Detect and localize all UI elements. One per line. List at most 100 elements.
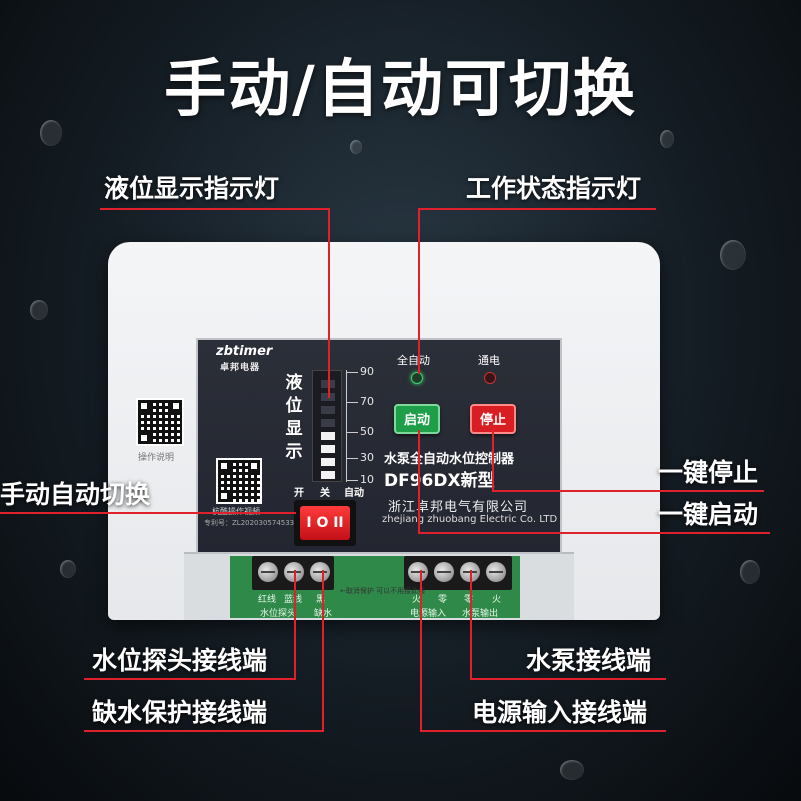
scale-number: 10 [360, 473, 374, 486]
terminal-screw[interactable] [486, 562, 506, 582]
water-droplet [30, 300, 48, 320]
callout-level-display: 液位显示指示灯 [104, 174, 280, 203]
pcb-label: 零 [438, 595, 448, 605]
qr-code-manual[interactable] [136, 398, 184, 446]
level-scale-line [346, 370, 347, 482]
callout-line [420, 570, 422, 732]
water-droplet [560, 760, 584, 780]
switch-label-on: 开 [294, 488, 304, 499]
water-droplet [720, 240, 746, 270]
bypass-note: ←取消保护 可以不用接此线 [340, 587, 426, 595]
qr-eye [138, 432, 150, 444]
callout-pump-terminal: 水泵接线端 [526, 646, 652, 675]
water-droplet [350, 140, 362, 154]
water-droplet [40, 120, 62, 146]
level-title-char: 示 [285, 442, 303, 462]
water-droplet [60, 560, 76, 578]
level-segment [321, 445, 335, 453]
callout-line [322, 570, 324, 732]
level-indicator-bar [312, 370, 342, 482]
water-droplet [740, 560, 760, 584]
scale-tick [346, 458, 358, 459]
pcb-label: 火 [492, 595, 502, 605]
callout-line [418, 430, 420, 534]
scale-number: 70 [360, 395, 374, 408]
callout-stop-button: 一键停止 [658, 458, 759, 487]
callout-power-terminal: 电源输入接线端 [472, 698, 648, 727]
pcb-sublabel: 水泵输出 [462, 609, 499, 619]
callout-line [418, 208, 656, 210]
pcb-label: 火 [412, 595, 422, 605]
pcb-label: 零 [464, 595, 474, 605]
qr-eye [138, 400, 150, 412]
callout-manual-auto-switch: 手动自动切换 [0, 480, 151, 509]
callout-line [0, 512, 296, 514]
scale-number: 90 [360, 365, 374, 378]
callout-line [84, 678, 296, 680]
callout-line [418, 532, 770, 534]
qr-eye [248, 460, 260, 472]
scale-tick [346, 432, 358, 433]
water-droplet [660, 130, 674, 148]
led-label-auto: 全自动 [397, 354, 430, 367]
scale-tick [346, 402, 358, 403]
patent-number: 专利号：ZL202030574533.7 [204, 519, 301, 527]
callout-line [492, 428, 494, 492]
level-segment [321, 432, 335, 440]
terminal-screw[interactable] [310, 562, 330, 582]
callout-line [84, 730, 324, 732]
control-panel [196, 338, 562, 554]
callout-line [294, 570, 296, 680]
scale-tick [346, 372, 358, 373]
brand-logo: zbtimer [216, 344, 273, 359]
pcb-sublabel: 电源输入 [410, 609, 447, 619]
callout-line [418, 208, 420, 374]
pcb-label: 蓝线 [284, 595, 303, 605]
level-segment [321, 419, 335, 427]
callout-start-button: 一键启动 [658, 500, 759, 529]
manufacturer-cn: 浙江卓邦电气有限公司 [388, 500, 529, 515]
manufacturer-en: zhejiang zhuobang Electric Co. LTD [382, 514, 558, 525]
led-label-power: 通电 [478, 354, 500, 367]
model-number: DF96DX新型 [384, 471, 495, 491]
power-led-icon [484, 372, 496, 384]
pcb-sublabel: 水位探头 [260, 609, 297, 619]
callout-line [492, 490, 764, 492]
scale-number: 50 [360, 425, 374, 438]
qr-caption-video: 杭酷操作视频 [212, 506, 260, 517]
callout-probe-terminal: 水位探头接线端 [92, 646, 268, 675]
qr-caption-manual: 操作说明 [138, 453, 175, 463]
level-title-char: 位 [285, 396, 303, 416]
callout-status-indicator: 工作状态指示灯 [466, 174, 642, 203]
switch-label-auto: 自动 [344, 488, 364, 499]
level-segment [321, 406, 335, 414]
brand-cn: 卓邦电器 [220, 363, 261, 373]
switch-label-off: 关 [320, 488, 330, 499]
qr-code-video[interactable] [216, 458, 262, 504]
level-display-title: 液 位 显 示 [282, 372, 306, 464]
callout-line [328, 208, 330, 398]
product-name: 水泵全自动水位控制器 [384, 452, 515, 467]
level-segment [321, 471, 335, 479]
manual-auto-rocker-switch[interactable]: I O II [300, 506, 350, 540]
terminal-screw[interactable] [434, 562, 454, 582]
level-title-char: 液 [285, 373, 303, 393]
callout-line [100, 208, 330, 210]
callout-line [470, 570, 472, 680]
start-button[interactable]: 启动 [394, 404, 440, 434]
level-title-char: 显 [285, 419, 303, 439]
scale-number: 30 [360, 451, 374, 464]
level-segment [321, 458, 335, 466]
qr-eye [218, 490, 230, 502]
pcb-label: 黑 [316, 595, 326, 605]
terminal-screw[interactable] [408, 562, 428, 582]
callout-line [470, 678, 666, 680]
headline: 手动/自动可切换 [164, 52, 637, 125]
scale-tick [346, 480, 358, 481]
callout-dry-run-terminal: 缺水保护接线端 [92, 698, 268, 727]
auto-led-icon [411, 372, 423, 384]
qr-eye [218, 460, 230, 472]
terminal-screw[interactable] [258, 562, 278, 582]
pcb-label: 红线 [258, 595, 277, 605]
qr-eye [170, 400, 182, 412]
